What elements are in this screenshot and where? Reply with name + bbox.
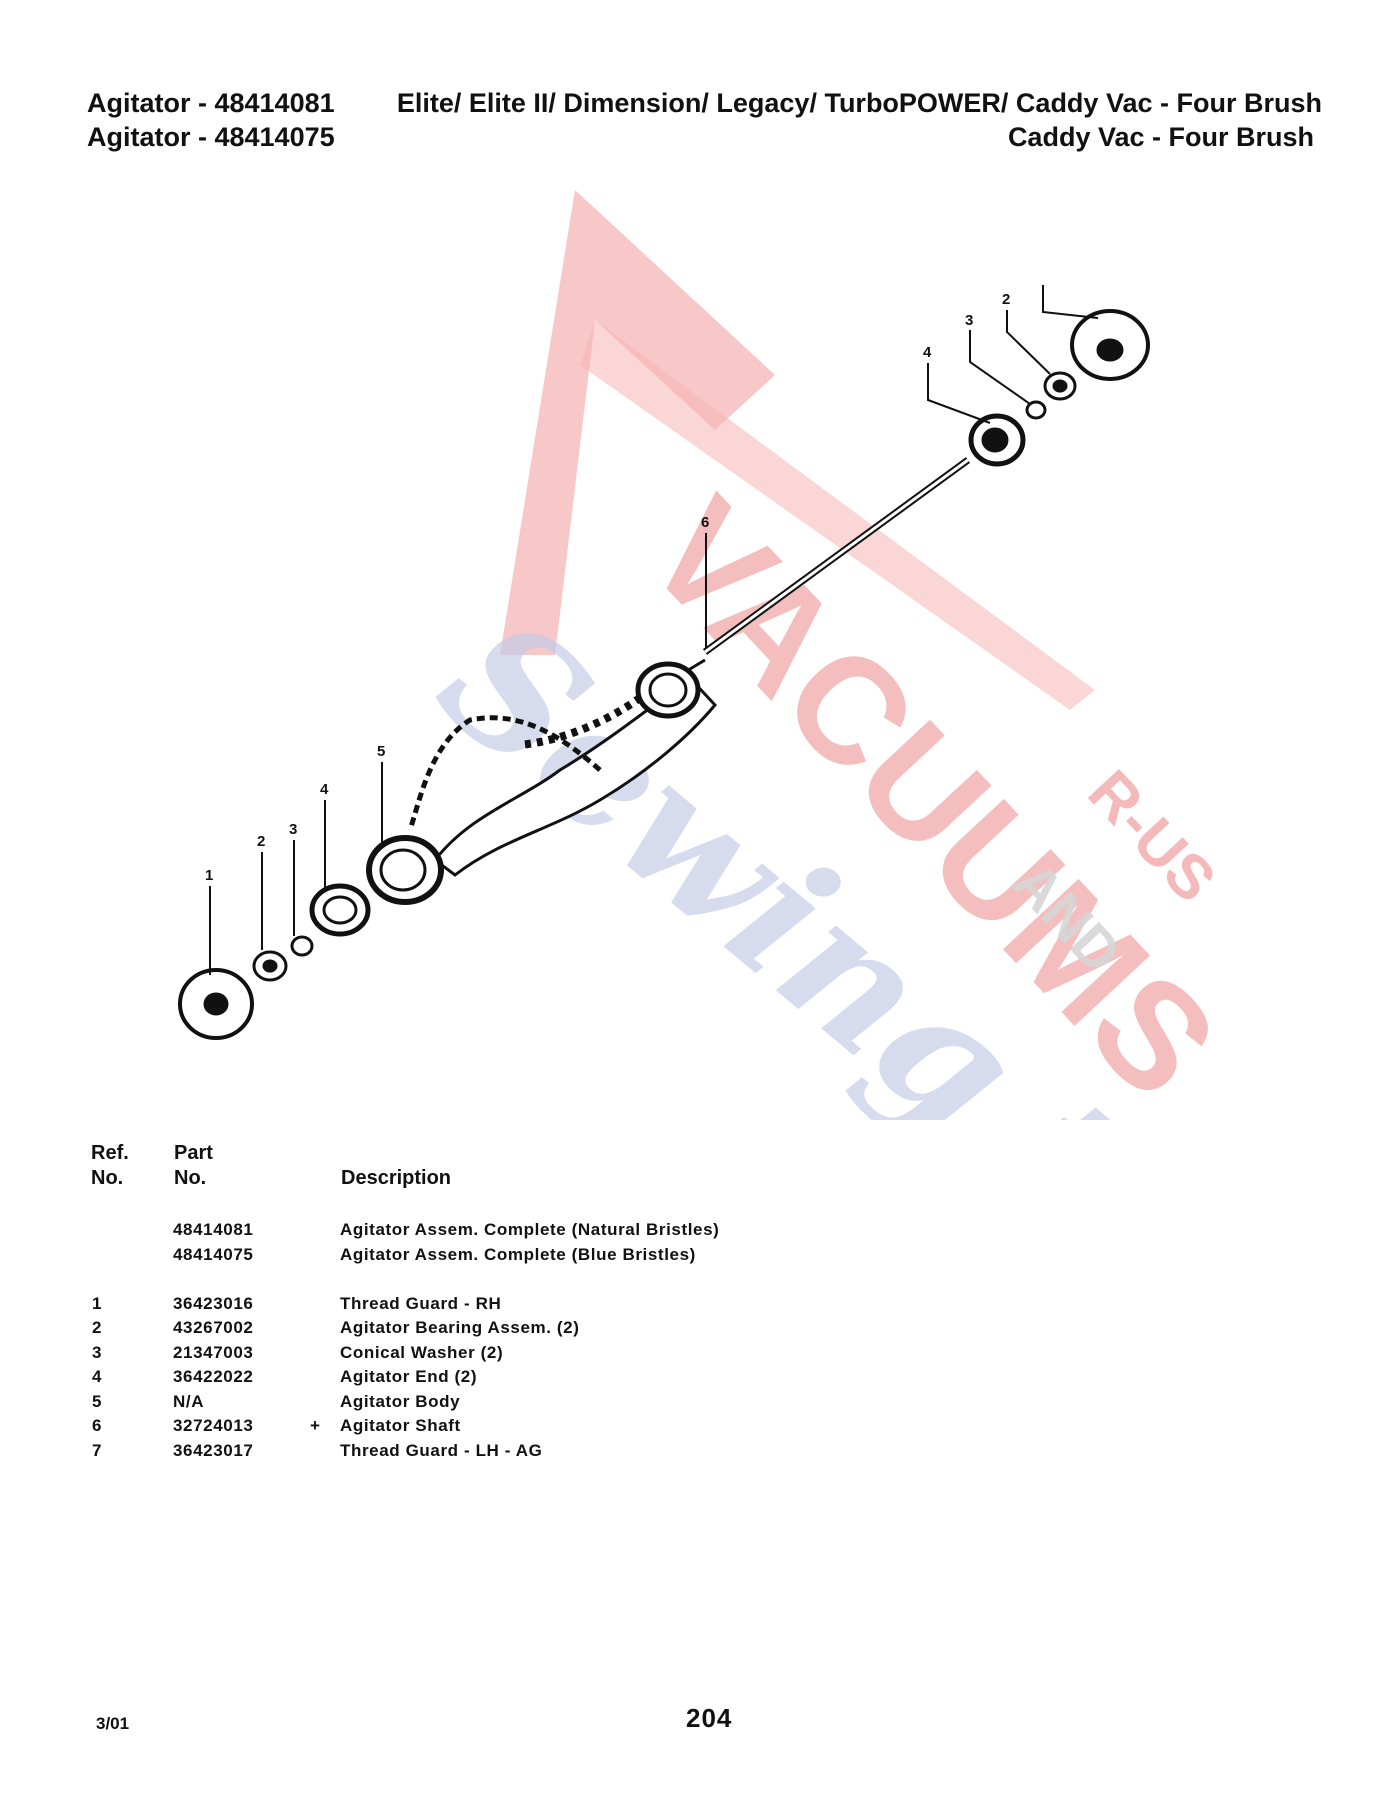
part-description: Conical Washer (2) <box>340 1343 504 1362</box>
col-header-ref-no: No. <box>91 1167 124 1189</box>
header-title-2: Agitator - 48414075 <box>87 122 335 152</box>
part-number: 48414081 <box>173 1220 254 1239</box>
exploded-parts-diagram: VACUUMS R-US AND Sewing too <box>178 190 1336 1120</box>
col-header-ref: Ref. <box>91 1142 129 1164</box>
ref-number: 7 <box>92 1441 103 1460</box>
parts-row: 5 N/A Agitator Body <box>0 1392 900 1416</box>
callout-3-right: 3 <box>965 312 973 329</box>
new-part-marker: + <box>310 1416 321 1435</box>
part-number: 32724013 <box>173 1416 254 1435</box>
part-number: N/A <box>173 1392 205 1411</box>
parts-row: 7 36423017 Thread Guard - LH - AG <box>0 1441 900 1465</box>
ref-number: 1 <box>92 1294 103 1313</box>
part-number: 21347003 <box>173 1343 254 1362</box>
part-description: Agitator Bearing Assem. (2) <box>340 1318 580 1337</box>
ref-number: 4 <box>92 1367 103 1386</box>
callout-numbers: 1 2 3 4 5 6 2 3 4 <box>205 291 1010 884</box>
right-parts <box>702 309 1150 655</box>
callout-3: 3 <box>289 821 297 838</box>
part-number: 36423017 <box>173 1441 254 1460</box>
header-models-2: Caddy Vac - Four Brush <box>1007 122 1314 152</box>
parts-row: 3 21347003 Conical Washer (2) <box>0 1343 900 1367</box>
col-header-part: Part <box>174 1142 213 1164</box>
parts-row: 2 43267002 Agitator Bearing Assem. (2) <box>0 1318 900 1342</box>
watermark-chevron <box>500 190 775 655</box>
part-number: 36422022 <box>173 1367 254 1386</box>
part-description: Agitator End (2) <box>340 1367 478 1386</box>
col-header-description: Description <box>341 1167 452 1189</box>
washer-left <box>290 935 314 957</box>
watermark-chevron-arm <box>580 320 1095 710</box>
watermark-logo: VACUUMS R-US AND Sewing too <box>404 190 1336 1120</box>
callout-6: 6 <box>701 514 709 531</box>
col-header-part-no: No. <box>174 1167 207 1189</box>
parts-row: 1 36423016 Thread Guard - RH <box>0 1294 900 1318</box>
part-description: Agitator Shaft <box>340 1416 461 1435</box>
footer-date: 3/01 <box>96 1714 130 1733</box>
assembly-row: 48414081 Agitator Assem. Complete (Natur… <box>0 1220 900 1244</box>
callout-2: 2 <box>257 833 265 850</box>
part-description: Agitator Body <box>340 1392 461 1411</box>
left-parts <box>178 883 371 1040</box>
assembly-row: 48414075 Agitator Assem. Complete (Blue … <box>0 1245 900 1269</box>
ref-number: 5 <box>92 1392 103 1411</box>
parts-row: 6 32724013 + Agitator Shaft <box>0 1416 900 1440</box>
header-models-1: Elite/ Elite II/ Dimension/ Legacy/ Turb… <box>396 88 1322 118</box>
callout-5: 5 <box>377 743 385 760</box>
part-number: 48414075 <box>173 1245 254 1264</box>
callout-1: 1 <box>205 867 213 884</box>
ref-number: 3 <box>92 1343 103 1362</box>
parts-row: 4 36422022 Agitator End (2) <box>0 1367 900 1391</box>
part-description: Agitator Assem. Complete (Blue Bristles) <box>340 1245 696 1264</box>
part-description: Agitator Assem. Complete (Natural Bristl… <box>340 1220 720 1239</box>
callout-4-right: 4 <box>923 344 932 361</box>
leader-lines <box>209 285 1099 975</box>
part-number: 36423016 <box>173 1294 254 1313</box>
part-description: Thread Guard - RH <box>340 1294 502 1313</box>
part-description: Thread Guard - LH - AG <box>340 1441 543 1460</box>
ref-number: 6 <box>92 1416 103 1435</box>
header-title-1: Agitator - 48414081 <box>87 88 335 118</box>
page-number: 204 <box>686 1703 733 1733</box>
part-number: 43267002 <box>173 1318 254 1337</box>
callout-2-right: 2 <box>1002 291 1010 308</box>
agitator-body <box>366 658 717 905</box>
callout-4: 4 <box>320 781 329 798</box>
ref-number: 2 <box>92 1318 103 1337</box>
washer-right <box>1025 400 1047 420</box>
